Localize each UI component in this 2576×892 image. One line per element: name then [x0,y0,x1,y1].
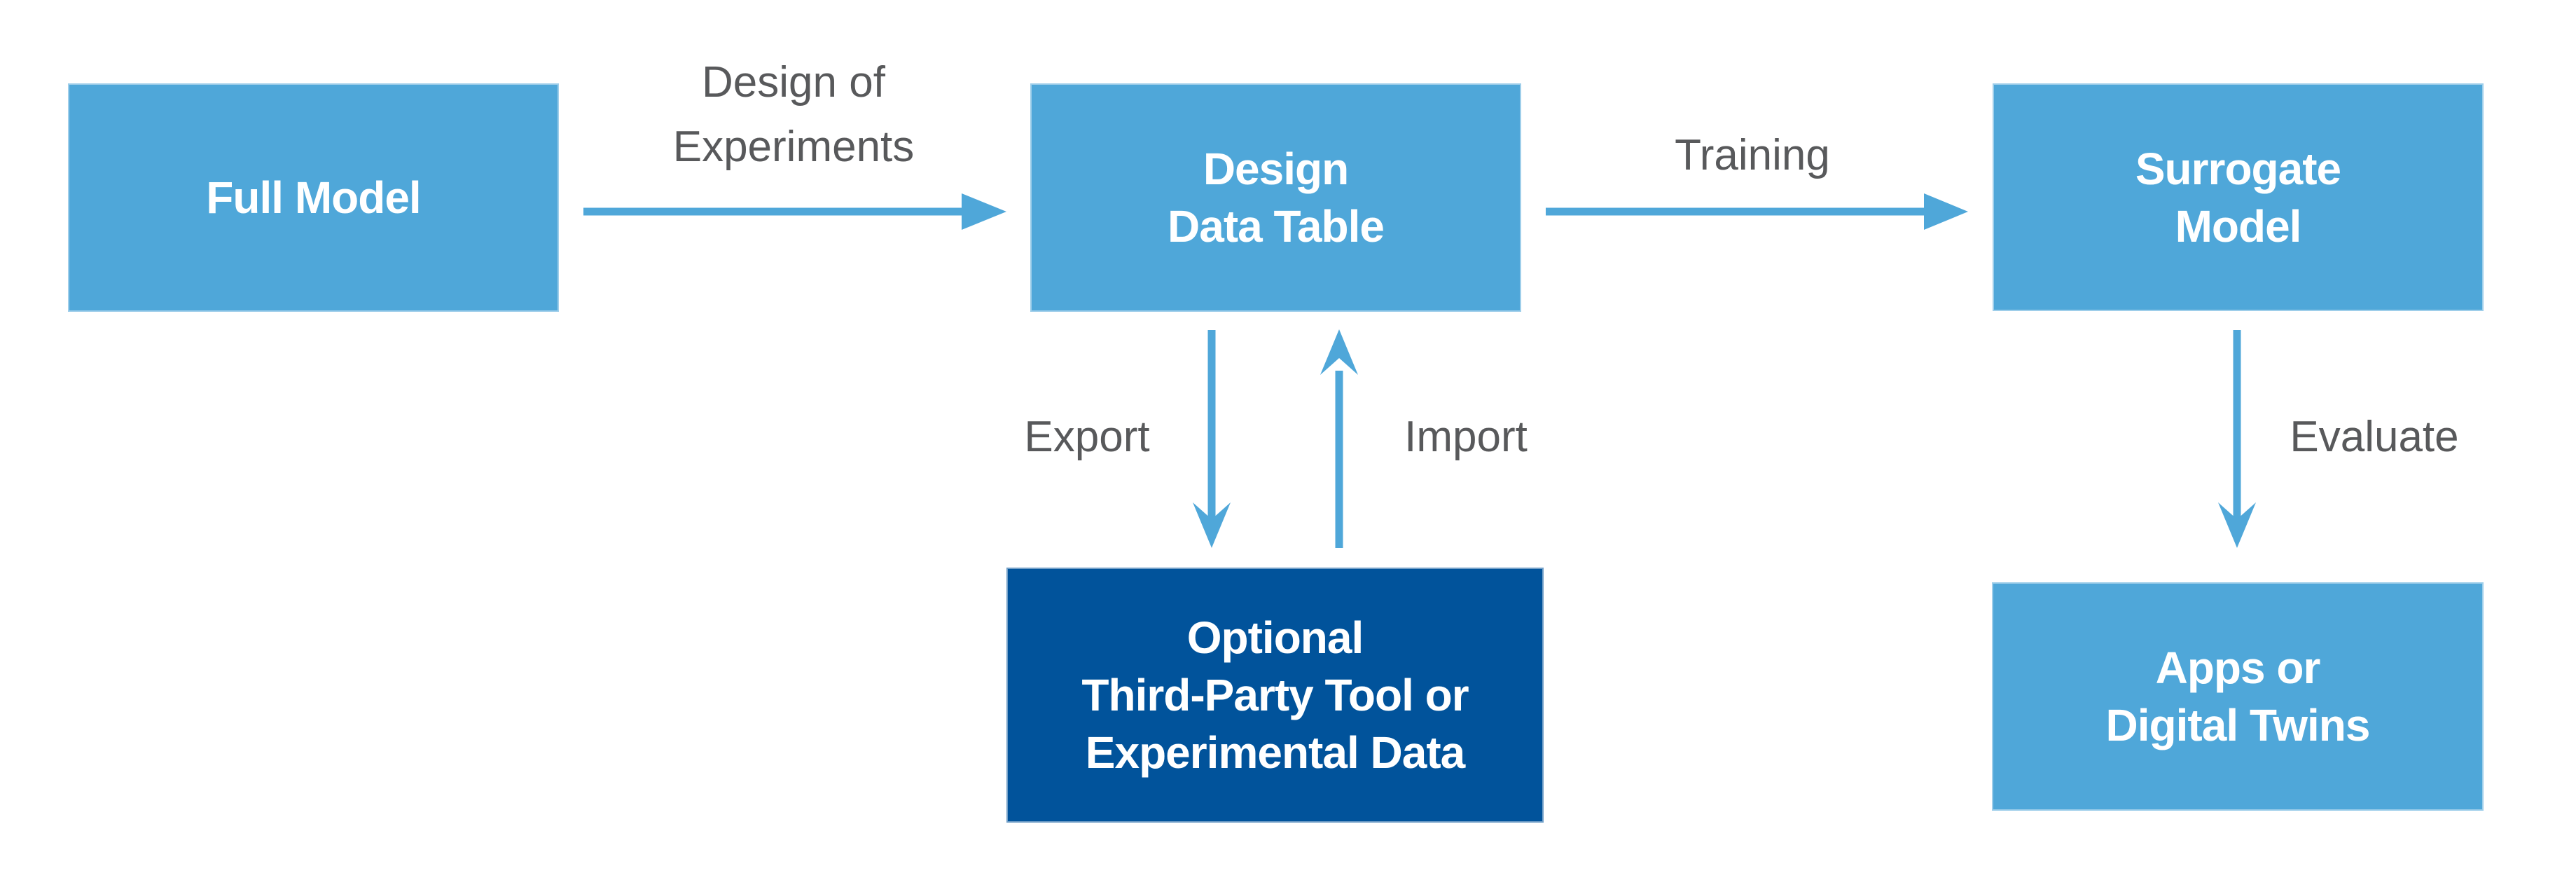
training-arrow [1546,193,1968,230]
edge-label-import: Import [1404,413,1528,461]
node-label-line: Experimental Data [1085,727,1465,778]
export-arrow [1193,330,1231,548]
node-label-line: Optional [1186,612,1364,663]
node-label-line: Apps or [2155,643,2321,693]
node-surrogate-model: Surrogate Model [1993,83,2484,311]
edge-label-evaluate: Evaluate [2290,413,2459,461]
node-apps-digital-twins: Apps or Digital Twins [1992,582,2484,811]
edge-label-training: Training [1675,131,1830,179]
node-label-line: Third-Party Tool or [1081,670,1469,720]
node-label-line: Surrogate [2135,143,2341,194]
design-of-experiments-arrow [583,193,1006,230]
edge-label-design-of-experiments: Design of Experiments [673,50,915,179]
edge-label-line: Design of [702,58,885,107]
evaluate-arrow [2218,330,2256,548]
node-label-line: Digital Twins [2105,700,2371,750]
node-design-data-table: Design Data Table [1030,83,1521,312]
edge-label-line: Experiments [672,123,915,171]
node-label-line: Design [1203,144,1349,194]
node-third-party-tool: Optional Third-Party Tool or Experimenta… [1006,568,1544,823]
node-label-line: Model [2175,200,2302,252]
import-arrow [1320,329,1358,548]
node-label: Full Model [206,172,421,223]
edge-label-export: Export [1024,413,1150,461]
node-full-model: Full Model [68,83,559,312]
node-label-line: Data Table [1168,201,1385,252]
